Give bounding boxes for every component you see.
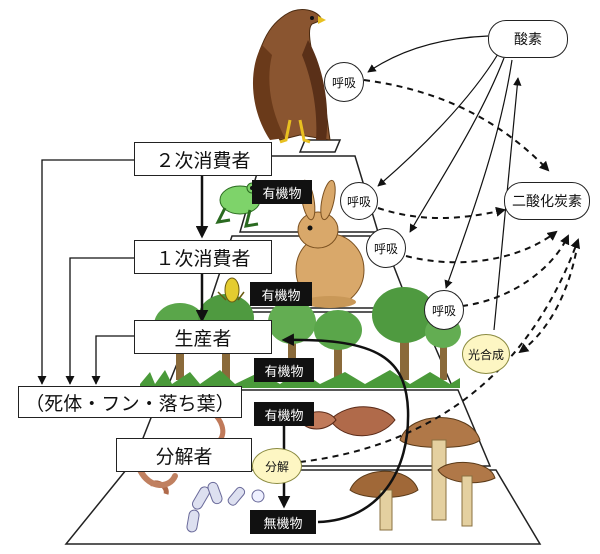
decomposer-label: 分解者 [116, 438, 252, 472]
respiration-frog: 呼吸 [340, 182, 378, 220]
pyramid-tier-5 [64, 469, 542, 545]
organic-matter-tag: 有機物 [250, 282, 312, 306]
producer-label: 生産者 [134, 320, 272, 354]
oxygen-label: 酸素 [488, 20, 568, 58]
decomposition-label: 分解 [252, 448, 302, 484]
secondary-consumer-label: ２次消費者 [134, 142, 272, 176]
organic-matter-tag: 有機物 [252, 180, 312, 204]
respiration-rabbit: 呼吸 [366, 228, 406, 268]
hawk-illustration [252, 9, 331, 144]
grasshopper-illustration [217, 277, 245, 303]
carbon-dioxide-label: 二酸化炭素 [504, 182, 590, 220]
dead-matter-arrows [37, 159, 134, 385]
bacteria-illustration [186, 481, 265, 533]
rabbit-illustration [295, 179, 365, 308]
inorganic-matter-tag: 無機物 [250, 510, 316, 534]
photosynthesis-label: 光合成 [462, 334, 510, 374]
respiration-hawk: 呼吸 [324, 62, 364, 102]
respiration-plants: 呼吸 [424, 290, 464, 330]
primary-consumer-label: １次消費者 [134, 240, 272, 274]
organic-matter-tag: 有機物 [254, 402, 314, 426]
frog-illustration [215, 182, 261, 228]
arrow-inorganic-to-producer [281, 333, 410, 524]
dead-matter-label: （死体・フン・落ち葉） [18, 386, 242, 418]
worm-illustration [137, 467, 178, 488]
co2-arrows [299, 79, 580, 463]
organic-matter-tag: 有機物 [254, 358, 314, 382]
mushrooms-illustration [349, 417, 496, 531]
